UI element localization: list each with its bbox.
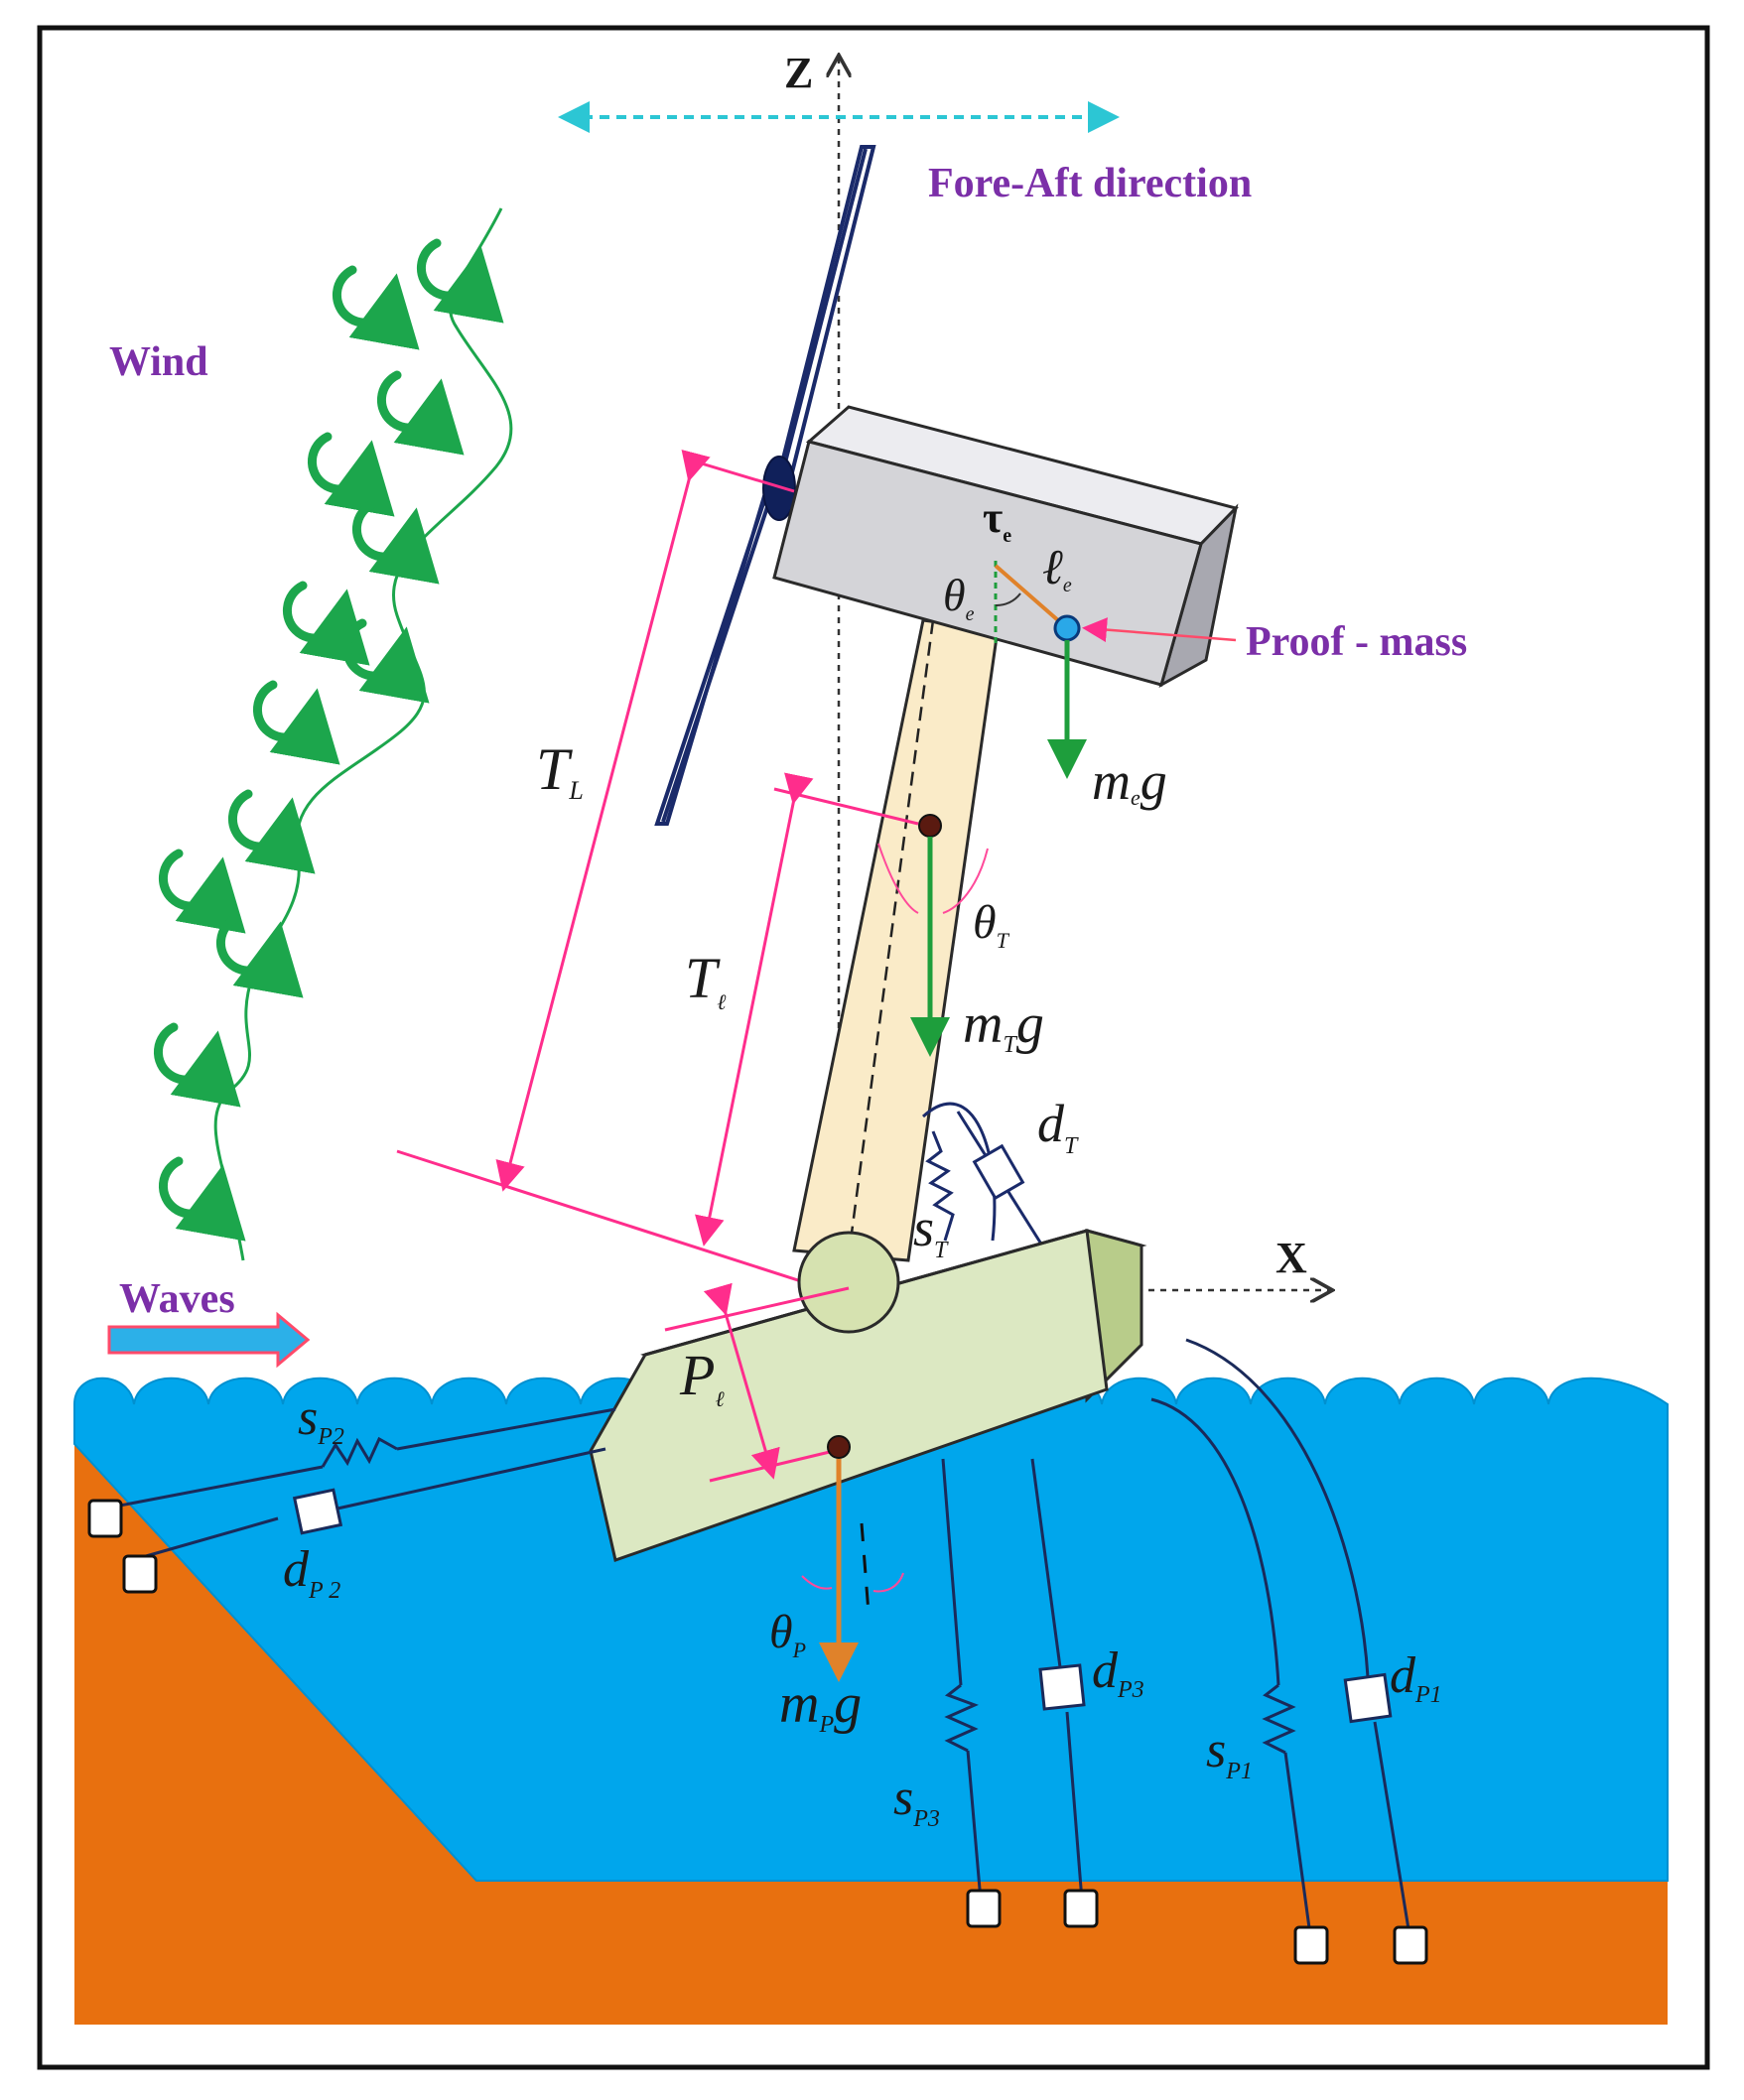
dP3-label: dP3 [1092, 1642, 1144, 1703]
mP-g-label: mPg [779, 1673, 862, 1738]
sP2-label: sP2 [298, 1389, 344, 1450]
dimension-Pl [664, 1282, 850, 1483]
anchor-P1a [1293, 1925, 1329, 1965]
theta-e-label: θe [943, 570, 975, 625]
theta-T-label: θT [973, 896, 1010, 953]
wind-curls [153, 238, 504, 1242]
wind-streamline [213, 207, 513, 1261]
mooring-P2 [103, 1407, 616, 1560]
damper-P3 [1038, 1663, 1086, 1711]
wind-curl-icon [158, 1156, 246, 1242]
TL-label: TL [536, 736, 584, 805]
tower-center-of-mass [918, 814, 942, 838]
dimension-TL [396, 449, 830, 1292]
tower-damper [972, 1143, 1025, 1201]
wind-curl-icon [307, 432, 395, 517]
wind-curl-icon [416, 238, 504, 324]
me-g-label: meg [1092, 751, 1167, 811]
anchor-P3b [1063, 1889, 1099, 1928]
wind-curl-icon [215, 913, 304, 998]
sP1-label: sP1 [1206, 1722, 1253, 1784]
anchor-P1b [1393, 1925, 1428, 1965]
mT-g-label: mTg [963, 993, 1044, 1058]
dP1-label: dP1 [1390, 1647, 1442, 1708]
wind-curl-icon [332, 265, 420, 350]
theta-e-arc [995, 592, 1021, 607]
platform-center-of-mass [827, 1435, 851, 1459]
fore-aft-label: Fore-Aft direction [928, 161, 1252, 206]
theta-P-arc-left [801, 1575, 833, 1590]
wind-curl-icon [351, 499, 440, 585]
theta-T-arc-left [877, 843, 919, 914]
mooring-P3 [941, 1458, 1084, 1902]
wind-label: Wind [109, 339, 208, 385]
tau-e-label: τe [983, 493, 1011, 547]
Tl-label: Tℓ [685, 946, 727, 1014]
proof-mass-label: Proof - mass [1246, 619, 1467, 665]
sT-label: sT [913, 1198, 949, 1263]
theta-P-label: θP [769, 1606, 806, 1662]
proof-mass-pointer [1082, 617, 1237, 643]
dimension-Tl [695, 772, 919, 1247]
wind-curl-icon [376, 370, 465, 456]
wind-curl-icon [282, 581, 370, 666]
damper-P2 [292, 1488, 343, 1535]
tower-centerline [847, 619, 935, 1256]
l-e-label: ℓe [1042, 539, 1072, 596]
anchor-P2b [122, 1554, 158, 1594]
theta-P-arc-right [872, 1572, 904, 1593]
wind-curl-icon [252, 680, 340, 765]
pendulum-arm [994, 564, 1069, 630]
tower-base-joint [797, 1231, 900, 1334]
platform-tilt-ref [860, 1522, 871, 1614]
wind-curl-icon [227, 789, 316, 874]
anchor-P2a [87, 1499, 123, 1538]
waves-label: Waves [119, 1276, 235, 1322]
tower-joint-arc [921, 1102, 997, 1242]
wind-curl-icon [158, 849, 246, 934]
x-axis-label: X [1275, 1234, 1307, 1282]
proof-mass [1053, 614, 1081, 642]
tower-spring [925, 1130, 955, 1242]
mooring-P1 [1150, 1338, 1411, 1936]
sP3-label: sP3 [893, 1770, 940, 1832]
z-axis-label: Z [784, 49, 813, 97]
dP2-label: dP 2 [283, 1541, 340, 1604]
damper-P1 [1343, 1672, 1393, 1724]
wind-curl-icon [341, 618, 430, 704]
anchor-P3a [966, 1889, 1002, 1928]
dT-label: dT [1037, 1094, 1079, 1159]
theta-T-arc-right [942, 848, 989, 914]
wind-curl-icon [153, 1022, 241, 1108]
waves-arrow-icon [107, 1311, 311, 1369]
seabed [74, 1444, 1668, 2025]
Pl-label: Pℓ [679, 1343, 725, 1411]
